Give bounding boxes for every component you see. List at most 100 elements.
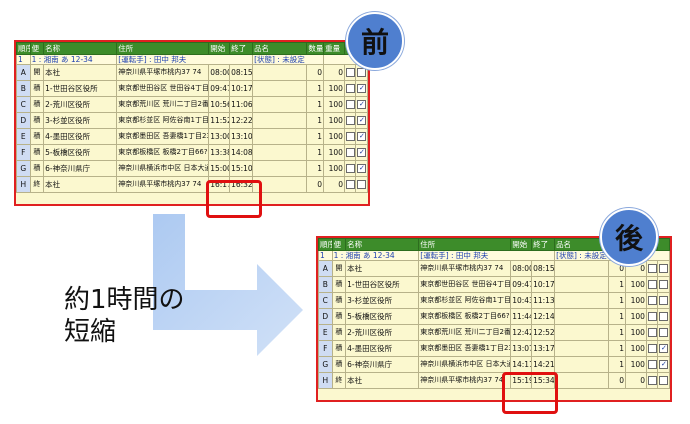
stop-address: 神奈川県平塚市桃内37 74: [418, 372, 512, 389]
checked-checkbox[interactable]: ✓: [357, 84, 367, 93]
end-time: 10:17: [229, 80, 254, 97]
start-time: 14:11: [510, 356, 533, 373]
stop-id: A: [318, 260, 333, 277]
unchecked-checkbox[interactable]: [659, 280, 669, 289]
unchecked-checkbox[interactable]: [357, 180, 367, 189]
checkbox-cell: [657, 324, 670, 341]
unchecked-checkbox[interactable]: [345, 148, 355, 157]
end-time: 12:22: [229, 112, 254, 129]
stop-address: 神奈川県横浜市中区 日本大通1: [418, 356, 512, 373]
stop-type: 積: [29, 80, 45, 97]
item-name: [554, 324, 610, 341]
unchecked-checkbox[interactable]: [345, 164, 355, 173]
unchecked-checkbox[interactable]: [659, 264, 669, 273]
checked-checkbox[interactable]: ✓: [357, 164, 367, 173]
unchecked-checkbox[interactable]: [345, 180, 355, 189]
item-name: [252, 96, 308, 113]
item-name: [554, 340, 610, 357]
stop-id: C: [318, 292, 333, 309]
stop-id: F: [318, 340, 333, 357]
stop-type: 積: [331, 356, 347, 373]
unchecked-checkbox[interactable]: [659, 296, 669, 305]
end-time: 13:10: [229, 128, 254, 145]
stop-address: 東京都世田谷区 世田谷4丁目21?27: [418, 276, 512, 293]
unchecked-checkbox[interactable]: [357, 68, 367, 77]
column-header: 便: [331, 238, 347, 251]
checkbox-cell: ✓: [355, 128, 368, 145]
stop-address: 東京都荒川区 荒川二丁目2番3号: [116, 96, 210, 113]
checked-checkbox[interactable]: ✓: [357, 148, 367, 157]
unchecked-checkbox[interactable]: [345, 116, 355, 125]
checkbox-cell: [645, 356, 659, 373]
unchecked-checkbox[interactable]: [647, 264, 657, 273]
checkbox-cell: [343, 160, 357, 177]
checkbox-cell: ✓: [355, 96, 368, 113]
checkbox-cell: [645, 340, 659, 357]
item-name: [554, 308, 610, 325]
stop-id: A: [16, 64, 31, 81]
start-time: 13:38: [208, 144, 231, 161]
column-header: 名称: [43, 42, 118, 55]
end-time: 11:13: [531, 292, 556, 309]
stop-type: 積: [331, 340, 347, 357]
stop-type: 積: [29, 144, 45, 161]
unchecked-checkbox[interactable]: [345, 84, 355, 93]
checkbox-cell: ✓: [657, 340, 670, 357]
caption-line-2: 短縮: [64, 317, 117, 347]
start-time: 09:47: [510, 276, 533, 293]
stop-address: 東京都板橋区 板橋2丁目66?1: [418, 308, 512, 325]
stop-name: 5-板橋区役所: [345, 308, 420, 325]
caption-line-1: 約1時間の: [64, 285, 185, 315]
checked-checkbox[interactable]: ✓: [659, 344, 669, 353]
stop-address: 東京都世田谷区 世田谷4丁目21?27: [116, 80, 210, 97]
stop-type: 積: [331, 308, 347, 325]
stop-name: 1-世田谷区役所: [345, 276, 420, 293]
unchecked-checkbox[interactable]: [647, 360, 657, 369]
checkbox-cell: [657, 372, 670, 389]
unchecked-checkbox[interactable]: [345, 100, 355, 109]
stop-type: 終: [29, 176, 45, 193]
end-time: 08:15: [531, 260, 556, 277]
unchecked-checkbox[interactable]: [659, 376, 669, 385]
checkbox-cell: ✓: [657, 356, 670, 373]
checked-checkbox[interactable]: ✓: [357, 116, 367, 125]
checked-checkbox[interactable]: ✓: [357, 100, 367, 109]
unchecked-checkbox[interactable]: [647, 296, 657, 305]
stop-type: 開: [331, 260, 347, 277]
unchecked-checkbox[interactable]: [647, 312, 657, 321]
unchecked-checkbox[interactable]: [659, 328, 669, 337]
item-name: [252, 128, 308, 145]
checked-checkbox[interactable]: ✓: [357, 132, 367, 141]
down-right-arrow-icon: [153, 214, 303, 356]
unchecked-checkbox[interactable]: [647, 280, 657, 289]
weight: 100: [625, 356, 647, 373]
quantity: 1: [306, 112, 325, 129]
weight: 100: [323, 80, 345, 97]
unchecked-checkbox[interactable]: [345, 132, 355, 141]
unchecked-checkbox[interactable]: [659, 312, 669, 321]
stop-name: 本社: [43, 64, 118, 81]
checked-checkbox[interactable]: ✓: [659, 360, 669, 369]
stop-address: 東京都杉並区 阿佐谷南1丁目15?1: [418, 292, 512, 309]
checkbox-cell: [343, 96, 357, 113]
item-name: [554, 292, 610, 309]
unchecked-checkbox[interactable]: [647, 376, 657, 385]
unchecked-checkbox[interactable]: [647, 344, 657, 353]
unchecked-checkbox[interactable]: [345, 68, 355, 77]
unchecked-checkbox[interactable]: [647, 328, 657, 337]
